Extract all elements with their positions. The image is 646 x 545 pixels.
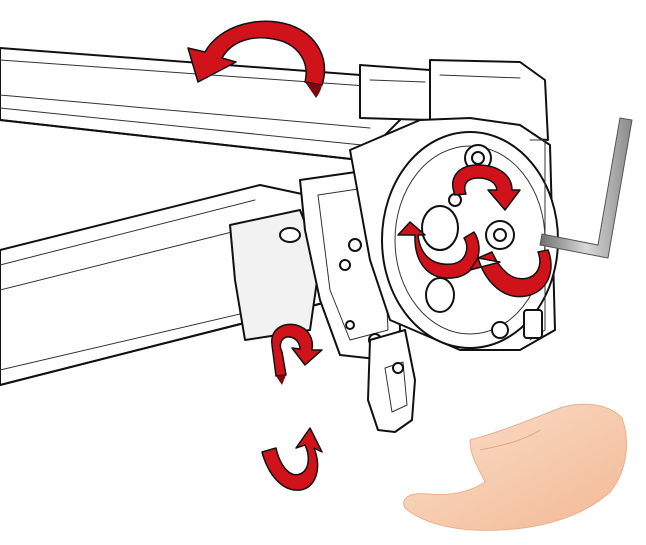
rotation-arrow-disc-right-icon (469, 249, 552, 298)
latch-hook (367, 329, 416, 433)
awning-arm (0, 184, 336, 386)
rotation-arrow-bracket-icon (271, 323, 323, 385)
rotation-arrow-bottom-icon (261, 427, 323, 491)
rotation-arrow-top-icon (187, 20, 326, 98)
hand-icon (403, 403, 627, 531)
hex-key-icon (539, 117, 633, 259)
rotation-arrow-disc-upper-icon (452, 164, 521, 211)
rotation-arrow-disc-left-icon (397, 221, 480, 279)
